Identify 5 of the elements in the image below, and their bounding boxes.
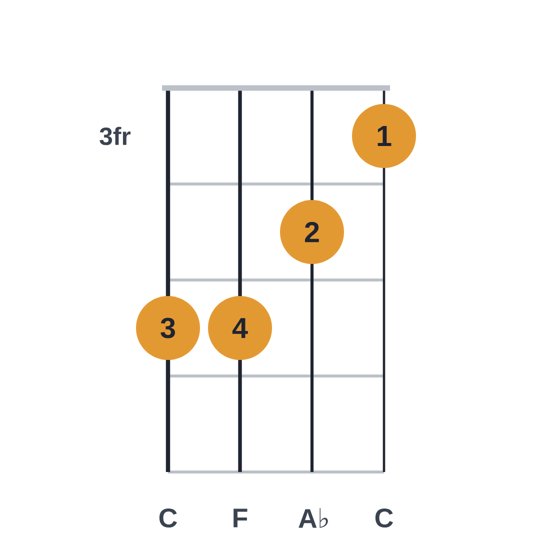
string-name: A♭: [298, 508, 328, 528]
string-name: C: [375, 508, 393, 528]
string-name: C: [159, 508, 177, 528]
fret-number: 3fr: [100, 126, 131, 146]
string-name: F: [234, 508, 248, 528]
